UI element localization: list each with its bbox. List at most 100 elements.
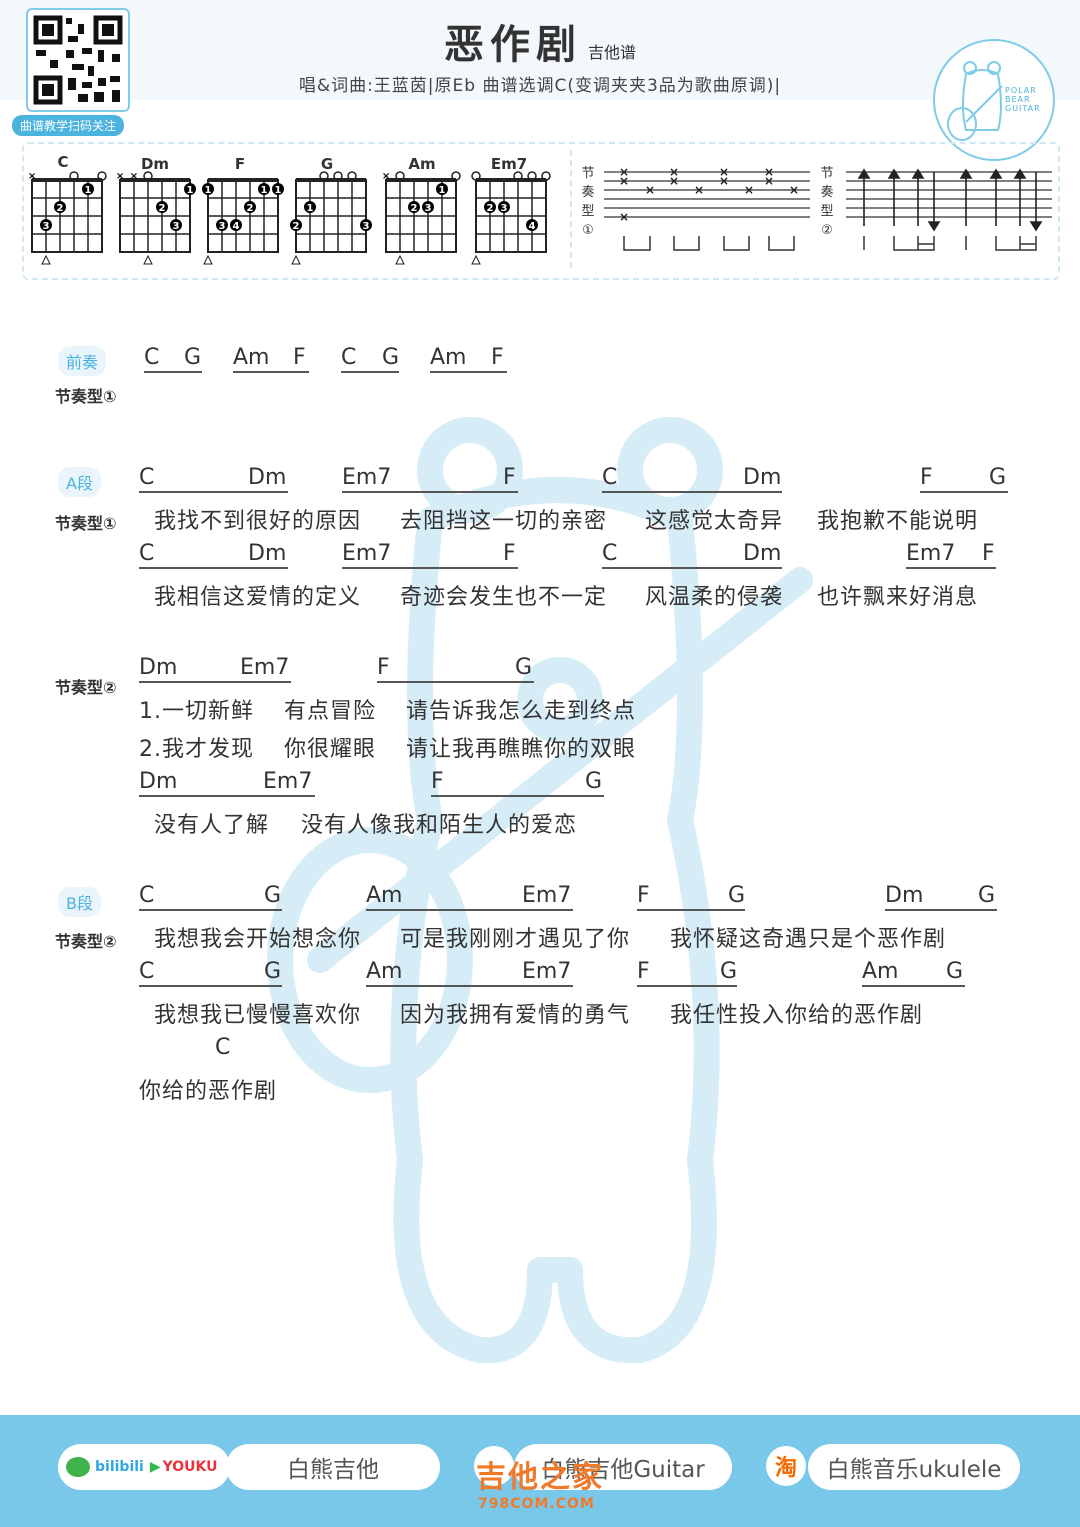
chord-label: C: [139, 541, 155, 566]
youku-play-icon: ▶: [149, 1459, 161, 1475]
chord-label: G: [184, 345, 202, 370]
lyric-text: 奇迹会发生也不一定: [400, 585, 608, 610]
svg-text:×: ×: [116, 171, 124, 182]
svg-text:×: ×: [669, 174, 679, 188]
chord-label: F: [503, 465, 516, 490]
bar-underline: [342, 491, 518, 493]
bar-underline: [366, 909, 573, 911]
svg-text:×: ×: [382, 171, 390, 182]
chord-chart-name: Dm: [140, 155, 170, 173]
bilibili-text: bilibili: [95, 1459, 144, 1475]
chord-label: Dm: [743, 541, 782, 566]
bar-underline: [233, 371, 309, 373]
em7-chord-diagram: 2 3 4: [471, 171, 551, 265]
platform-badges[interactable]: bilibili ▶ YOUKU: [58, 1444, 230, 1490]
svg-text:3: 3: [43, 221, 50, 232]
chord-label: Em7: [240, 655, 290, 680]
svg-text:×: ×: [619, 174, 629, 188]
svg-text:3: 3: [501, 203, 508, 214]
svg-text:×: ×: [744, 183, 754, 197]
svg-text:1: 1: [205, 185, 212, 196]
bar-underline: [139, 491, 288, 493]
chord-label: C: [144, 345, 160, 370]
bar-underline: [139, 795, 315, 797]
lyric-text: 有点冒险: [284, 699, 377, 724]
svg-text:1: 1: [275, 185, 282, 196]
svg-text:×: ×: [28, 171, 36, 182]
chord-label: G: [728, 883, 746, 908]
chord-label: F: [920, 465, 933, 490]
chord-label: Am: [862, 959, 899, 984]
chord-label: G: [264, 883, 282, 908]
c-chord-diagram: × 1 2 3: [28, 171, 107, 265]
rhythm-pattern-ref: 节奏型②: [55, 932, 117, 951]
lyric-text: 没有人了解: [154, 813, 270, 838]
chord-label: C: [139, 465, 155, 490]
svg-text:4: 4: [233, 221, 240, 232]
rhythm-pattern-2-label: 节 奏 型 ②: [820, 166, 834, 238]
lyric-text: 这感觉太奇异: [645, 509, 784, 534]
lyric-text: 2.我才发现: [139, 737, 254, 762]
svg-text:×: ×: [694, 183, 704, 197]
chord-chart-name: Em7: [490, 155, 528, 173]
site-watermark: 吉他之家: [476, 1460, 604, 1495]
chord-label: F: [503, 541, 516, 566]
chord-label: G: [515, 655, 533, 680]
chord-label: G: [989, 465, 1007, 490]
section-tag-intro: 前奏: [58, 346, 107, 376]
svg-text:×: ×: [619, 210, 629, 224]
wechat-icon: [66, 1457, 90, 1477]
svg-text:×: ×: [764, 168, 774, 179]
bar-underline: [139, 681, 291, 683]
lyric-text: 风温柔的侵袭: [645, 585, 784, 610]
youku-text: YOUKU: [162, 1459, 218, 1475]
qr-code-icon: [33, 15, 123, 105]
rhythm-pattern-ref: 节奏型①: [55, 514, 117, 533]
chord-label: G: [264, 959, 282, 984]
lyric-text: 请告诉我怎么走到终点: [406, 699, 637, 724]
svg-text:×: ×: [789, 183, 799, 197]
footer-link-baixiong-ukulele[interactable]: 白熊音乐ukulele: [808, 1444, 1020, 1490]
chord-label: Em7: [522, 959, 572, 984]
section-tag-b: B段: [58, 887, 101, 917]
footer-link-baixiong-guitar-en[interactable]: 白熊吉他Guitar: [514, 1444, 732, 1490]
chord-label: Am: [366, 883, 403, 908]
lyric-text: 我想我会开始想念你: [154, 927, 362, 952]
lyric-text: 我怀疑这奇遇只是个恶作剧: [670, 927, 947, 952]
am-chord-diagram: × 1 2 3: [382, 171, 461, 265]
chord-rhythm-panel: [22, 142, 1060, 280]
dm-chord-diagram: ×× 1 2 3: [116, 171, 196, 265]
bar-underline: [885, 909, 997, 911]
chord-label: F: [293, 345, 306, 370]
svg-text:3: 3: [363, 221, 370, 232]
chord-label: G: [585, 769, 603, 794]
chord-label: G: [382, 345, 400, 370]
chord-label: Em7: [522, 883, 572, 908]
footer-link-baixiong-guitar[interactable]: 白熊吉他: [226, 1444, 440, 1490]
svg-text:2: 2: [487, 203, 494, 214]
chord-label: Em7: [342, 541, 392, 566]
chord-diagrams: × 1 2 3 ×× 1 2 3 1 1 1 2 3 4: [28, 171, 551, 265]
bar-underline: [862, 985, 965, 987]
svg-text:2: 2: [293, 221, 300, 232]
chord-label: G: [946, 959, 964, 984]
g-chord-diagram: 1 2 3: [290, 171, 372, 265]
title-subtitle: 吉他谱: [587, 43, 636, 62]
svg-text:×: ×: [719, 168, 729, 179]
chord-label: C: [215, 1035, 231, 1060]
rhythm-pattern-2-tab: [846, 168, 1052, 251]
svg-text:×: ×: [619, 168, 629, 179]
lyric-text: 你给的恶作剧: [139, 1079, 278, 1104]
chord-label: Dm: [139, 655, 178, 680]
page-title: 恶作剧吉他谱: [0, 12, 1080, 70]
svg-text:2: 2: [411, 203, 418, 214]
chord-label: Em7: [906, 541, 956, 566]
lyric-text: 我相信这爱情的定义: [154, 585, 362, 610]
qr-code[interactable]: [26, 8, 130, 112]
svg-text:×: ×: [719, 174, 729, 188]
chord-label: C: [341, 345, 357, 370]
song-title: 恶作剧: [443, 22, 582, 68]
lyric-text: 我任性投入你给的恶作剧: [670, 1003, 924, 1028]
svg-text:2: 2: [57, 203, 64, 214]
svg-text:1: 1: [85, 185, 92, 196]
